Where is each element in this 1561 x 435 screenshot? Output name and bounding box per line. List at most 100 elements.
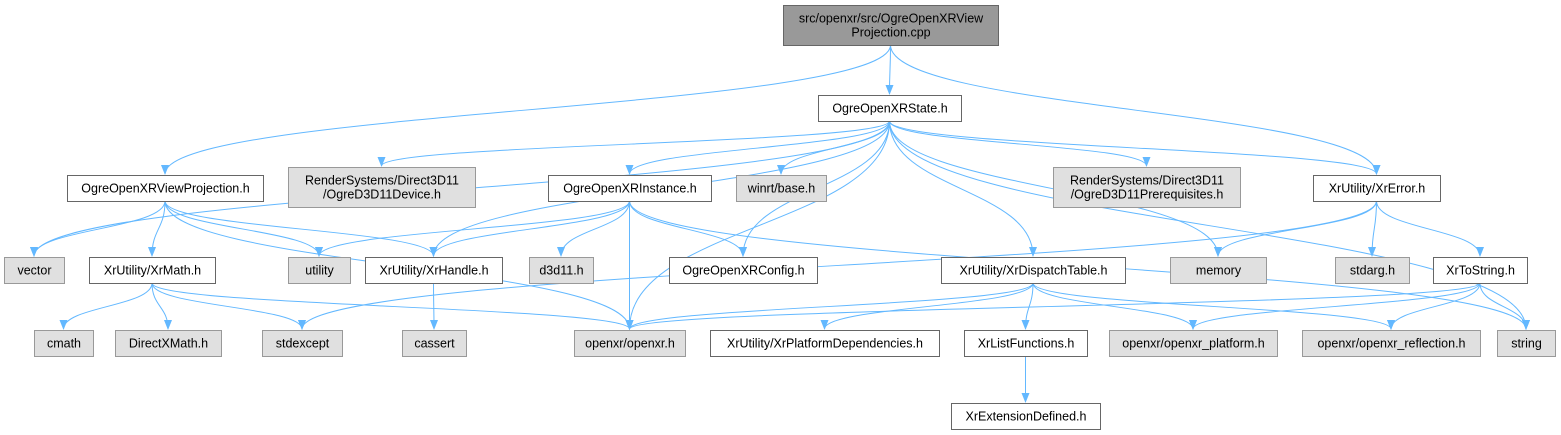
edge-dispatch-to-listfuncs xyxy=(1021,282,1034,330)
node-label-d3d11h-line-0: d3d11.h xyxy=(539,264,583,278)
node-box-instance xyxy=(548,175,712,202)
node-vector: vector xyxy=(4,257,65,284)
edge-instance-to-d3d11h xyxy=(557,200,630,257)
node-instance[interactable]: OgreOpenXRInstance.h xyxy=(548,175,712,202)
node-d3d11device: RenderSystems/Direct3D11/OgreD3D11Device… xyxy=(288,167,476,208)
edge-state-to-string xyxy=(889,120,1530,330)
node-label-cmath-line-0: cmath xyxy=(47,337,81,351)
node-label-root-line-1: Projection.cpp xyxy=(851,26,930,40)
edge-dispatch-to-platformdeps xyxy=(820,282,1034,330)
node-label-platform-line-0: openxr/openxr_platform.h xyxy=(1122,337,1264,351)
node-xrtostring[interactable]: XrToString.h xyxy=(1433,257,1528,284)
node-platformdeps[interactable]: XrUtility/XrPlatformDependencies.h xyxy=(710,330,940,357)
edge-xrmath-to-directxmath xyxy=(151,282,172,330)
node-box-dispatch xyxy=(941,257,1126,284)
node-memory: memory xyxy=(1170,257,1267,284)
edge-dispatch-to-platform xyxy=(1032,282,1197,330)
node-xrhandle[interactable]: XrUtility/XrHandle.h xyxy=(365,257,503,284)
node-stdarg: stdarg.h xyxy=(1335,257,1410,284)
node-label-memory-line-0: memory xyxy=(1196,264,1242,278)
edge-xrerror-to-xrtostring xyxy=(1376,200,1484,257)
node-label-state-line-0: OgreOpenXRState.h xyxy=(832,102,947,116)
edge-xrhandle-to-cassert xyxy=(429,282,438,330)
node-extdefined[interactable]: XrExtensionDefined.h xyxy=(951,403,1101,430)
edge-instance-to-xrhandle xyxy=(429,200,630,257)
node-label-d3d11prereq-line-0: RenderSystems/Direct3D11 xyxy=(1070,174,1224,188)
node-state[interactable]: OgreOpenXRState.h xyxy=(818,95,962,122)
edge-xrerror-to-stdarg xyxy=(1368,200,1377,257)
edge-viewproj-to-xrhandle xyxy=(164,200,438,257)
edge-state-to-d3d11prereq xyxy=(889,120,1151,167)
node-label-listfuncs-line-0: XrListFunctions.h xyxy=(978,337,1075,351)
edge-viewproj-to-vector xyxy=(30,200,166,257)
edge-dispatch-to-openxr xyxy=(625,282,1034,330)
node-box-d3d11device xyxy=(288,167,476,208)
node-label-extdefined-line-0: XrExtensionDefined.h xyxy=(966,410,1087,424)
node-box-xrhandle xyxy=(365,257,503,284)
node-box-d3d11prereq xyxy=(1053,167,1241,208)
node-label-utility-line-0: utility xyxy=(305,264,334,278)
node-label-stdarg-line-0: stdarg.h xyxy=(1350,264,1395,278)
node-winrt: winrt/base.h xyxy=(736,175,827,202)
node-utility: utility xyxy=(288,257,351,284)
node-config[interactable]: OgreOpenXRConfig.h xyxy=(669,257,818,284)
edge-root-to-viewproj xyxy=(161,44,891,175)
edge-root-to-state xyxy=(885,44,894,95)
edge-state-to-openxr xyxy=(625,120,890,330)
edge-state-to-dispatch xyxy=(889,120,1037,257)
node-box-utility xyxy=(288,257,351,284)
edge-xrtostring-to-reflection xyxy=(1387,282,1481,330)
node-label-xrtostring-line-0: XrToString.h xyxy=(1446,264,1515,278)
node-box-memory xyxy=(1170,257,1267,284)
node-dispatch[interactable]: XrUtility/XrDispatchTable.h xyxy=(941,257,1126,284)
node-directxmath: DirectXMath.h xyxy=(115,330,222,357)
node-box-stdexcept xyxy=(262,330,343,357)
edge-state-to-winrt xyxy=(777,120,890,175)
node-label-dispatch-line-0: XrUtility/XrDispatchTable.h xyxy=(960,264,1108,278)
node-label-root-line-0: src/openxr/src/OgreOpenXRView xyxy=(799,12,984,26)
edge-dispatch-to-reflection xyxy=(1032,282,1395,330)
node-root[interactable]: src/openxr/src/OgreOpenXRViewProjection.… xyxy=(783,5,999,46)
node-openxr: openxr/openxr.h xyxy=(574,330,686,357)
edge-viewproj-to-utility xyxy=(164,200,323,257)
node-box-d3d11h xyxy=(529,257,594,284)
node-string: string xyxy=(1497,330,1556,357)
node-xrmath[interactable]: XrUtility/XrMath.h xyxy=(89,257,216,284)
node-d3d11h: d3d11.h xyxy=(529,257,594,284)
node-box-xrerror xyxy=(1313,175,1441,202)
node-stdexcept: stdexcept xyxy=(262,330,343,357)
node-box-root xyxy=(783,5,999,46)
edge-xrmath-to-stdexcept xyxy=(151,282,306,330)
node-label-config-line-0: OgreOpenXRConfig.h xyxy=(682,264,804,278)
node-label-directxmath-line-0: DirectXMath.h xyxy=(129,337,208,351)
node-label-d3d11device-line-0: RenderSystems/Direct3D11 xyxy=(305,174,459,188)
node-cmath: cmath xyxy=(34,330,94,357)
node-label-d3d11device-line-1: /OgreD3D11Device.h xyxy=(323,188,441,202)
node-cassert: cassert xyxy=(402,330,467,357)
node-box-platformdeps xyxy=(710,330,940,357)
node-box-reflection xyxy=(1302,330,1481,357)
node-box-winrt xyxy=(736,175,827,202)
node-box-openxr xyxy=(574,330,686,357)
node-reflection: openxr/openxr_reflection.h xyxy=(1302,330,1481,357)
node-box-viewproj xyxy=(67,175,264,202)
node-box-config xyxy=(669,257,818,284)
node-label-winrt-line-0: winrt/base.h xyxy=(747,182,815,196)
node-box-xrmath xyxy=(89,257,216,284)
node-listfuncs[interactable]: XrListFunctions.h xyxy=(964,330,1088,357)
node-viewproj[interactable]: OgreOpenXRViewProjection.h xyxy=(67,175,264,202)
node-box-cmath xyxy=(34,330,94,357)
edge-state-to-xrerror xyxy=(889,120,1381,175)
nodes-layer: src/openxr/src/OgreOpenXRViewProjection.… xyxy=(4,5,1556,430)
edge-xrmath-to-openxr xyxy=(151,282,634,330)
node-box-extdefined xyxy=(951,403,1101,430)
node-box-listfuncs xyxy=(964,330,1088,357)
edge-state-to-instance xyxy=(625,120,890,175)
edge-instance-to-config xyxy=(629,200,747,257)
node-xrerror[interactable]: XrUtility/XrError.h xyxy=(1313,175,1441,202)
node-label-xrhandle-line-0: XrUtility/XrHandle.h xyxy=(379,264,488,278)
node-label-reflection-line-0: openxr/openxr_reflection.h xyxy=(1317,337,1465,351)
node-label-d3d11prereq-line-1: /OgreD3D11Prerequisites.h xyxy=(1071,188,1224,202)
edge-root-to-xrerror xyxy=(890,44,1381,175)
